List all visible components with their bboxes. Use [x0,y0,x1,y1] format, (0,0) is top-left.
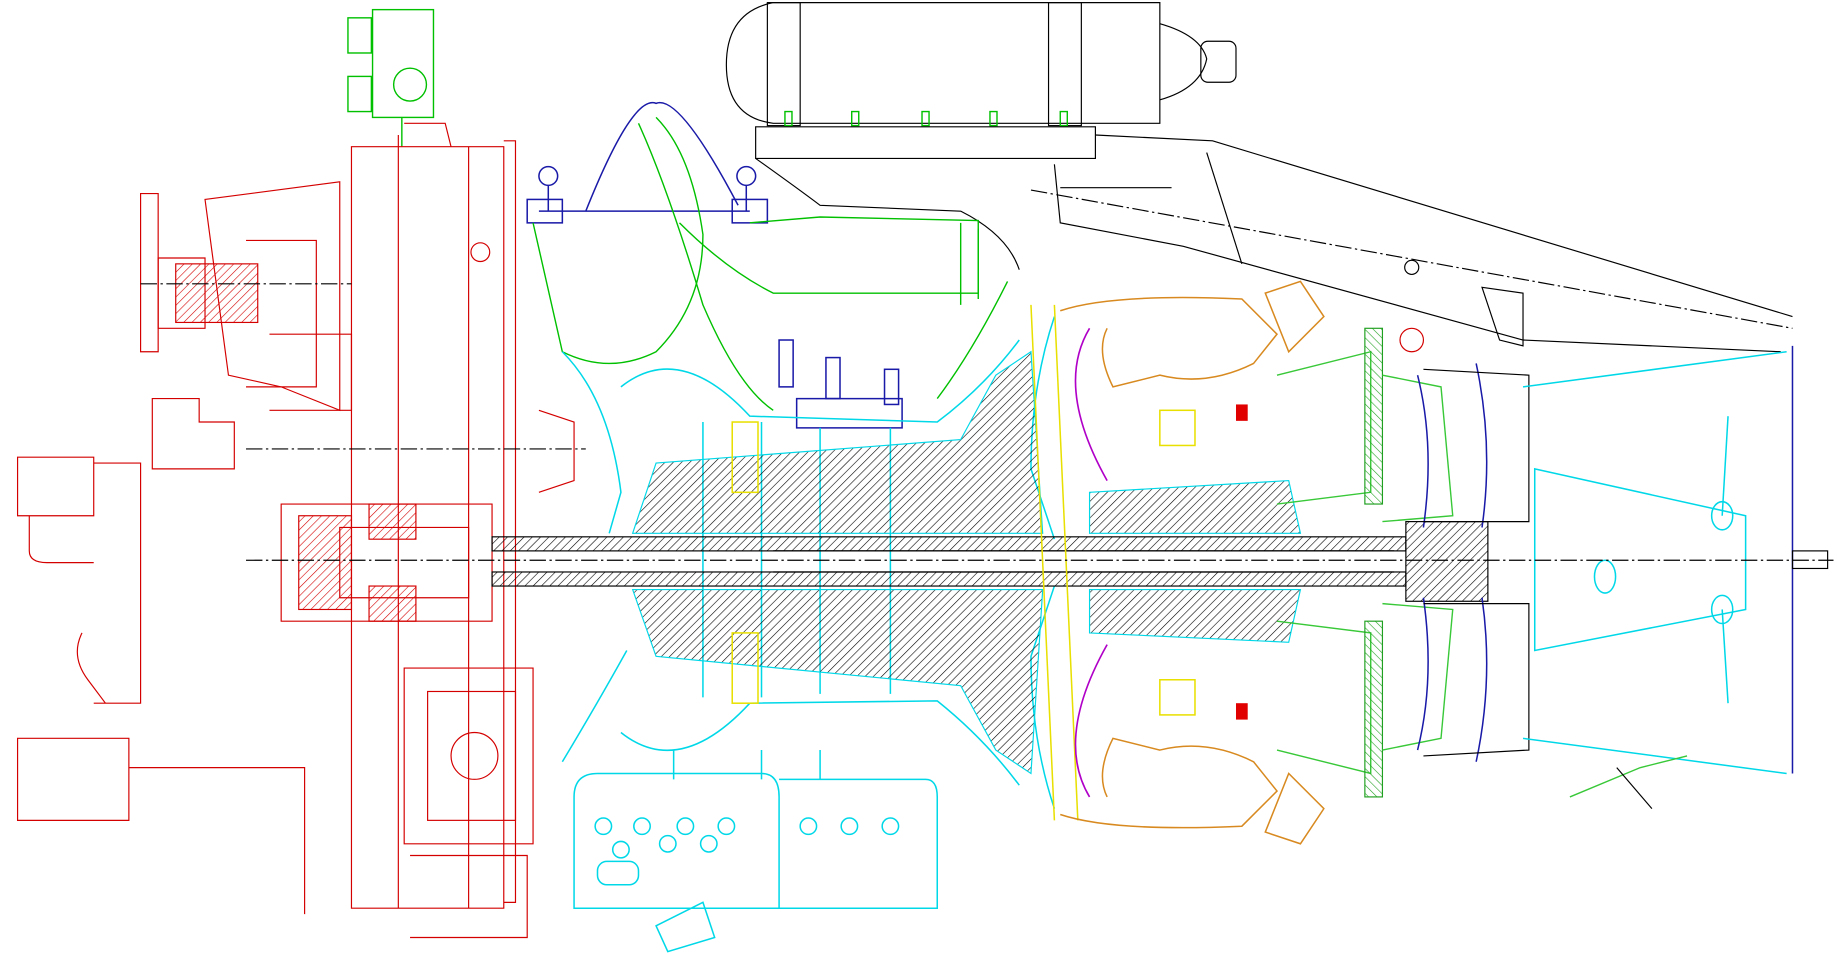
power-turbine [1276,327,1530,798]
reduction-gearbox [16,122,586,939]
main-shaft [491,521,1489,602]
combustion-chamber [1060,280,1325,845]
bottom-linkage [1569,755,1688,810]
top-tank [725,2,1237,127]
accessory-box [347,8,435,147]
exhaust-duct-outline [755,126,1793,353]
air-intake [532,116,1009,411]
oil-tanks [573,750,939,953]
compressor-casing [561,316,1056,809]
compressor-rotor [631,304,1302,821]
